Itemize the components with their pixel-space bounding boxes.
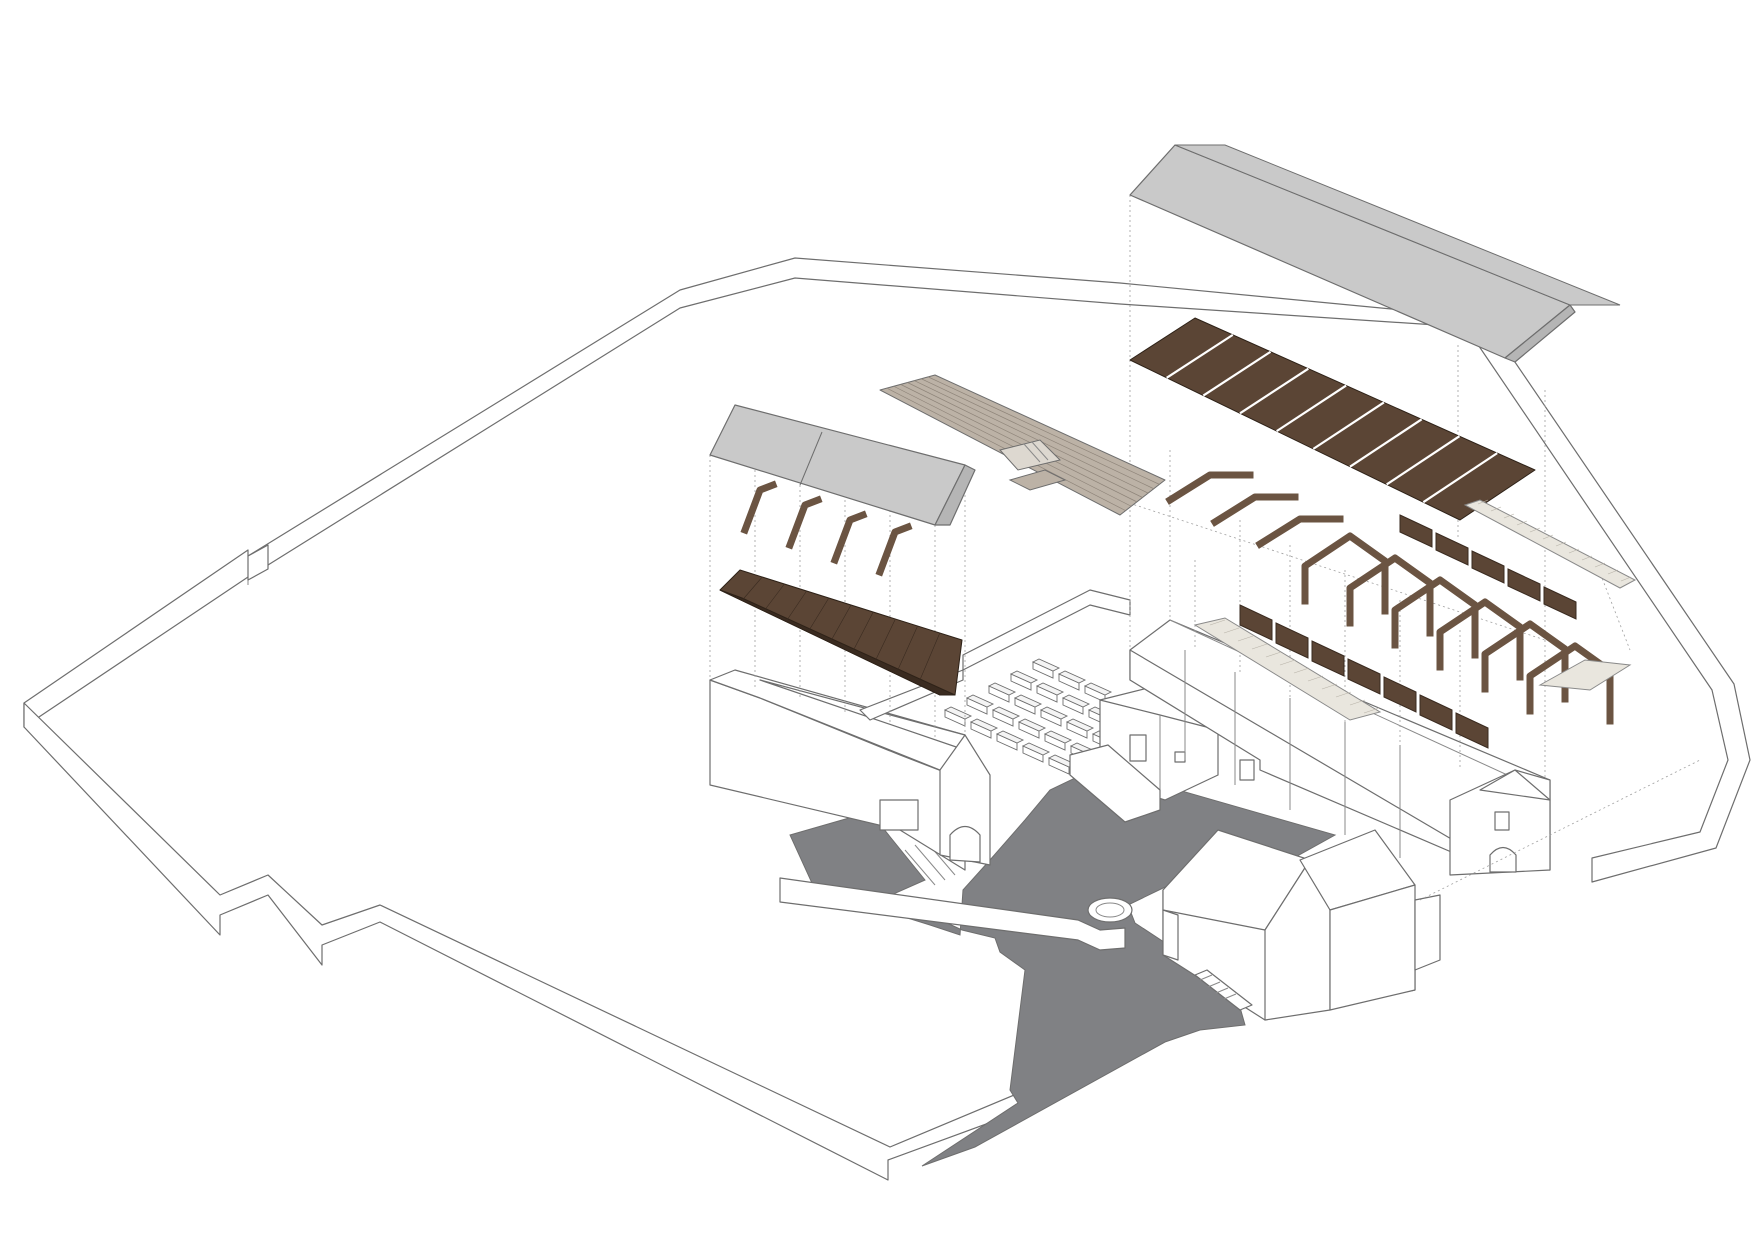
back-wall-panel-3 [1471, 550, 1505, 584]
timber-decking-platform [879, 374, 1166, 516]
barn-light-cladding [1193, 499, 1637, 721]
barn-deck-rib-5 [1312, 401, 1385, 450]
barn-timber-roof-deck [1129, 317, 1536, 521]
barn-frame-5 [1346, 554, 1434, 637]
barn-deck-rib-2 [1202, 350, 1272, 397]
front-wall-panel-6 [1419, 694, 1453, 731]
back-wall-panel-1 [1399, 514, 1433, 548]
courtyard-inner-wall-left [962, 589, 1131, 671]
left-building-roof [709, 404, 976, 526]
boundary-wall-south-west [23, 702, 1039, 1181]
back-wall-panel-5 [1543, 586, 1577, 620]
raised-planter [1069, 744, 1161, 823]
left-building-shell [709, 669, 991, 871]
barn-roof [1129, 144, 1621, 363]
circular-well [1087, 897, 1133, 923]
barn-frame-9 [1526, 642, 1614, 725]
front-wall-panel-3 [1311, 640, 1345, 677]
left-rafter-4 [875, 522, 913, 577]
barn-frame-3 [1255, 515, 1344, 549]
back-wall-panel-2 [1435, 532, 1469, 566]
barn-frame-4 [1301, 532, 1389, 615]
left-rafter-2 [785, 495, 823, 550]
front-wall-panel-1 [1239, 604, 1273, 641]
house-external-stair [1194, 969, 1253, 1011]
barn-deck-rib-6 [1349, 418, 1423, 468]
left-building-rafters [740, 480, 913, 577]
barn-deck-rib-7 [1386, 435, 1461, 486]
site-boundary-wall [23, 257, 1751, 1181]
barn-frame-7 [1436, 598, 1524, 681]
barn-timber-wall-panels-front [1239, 604, 1489, 749]
courtyard-front-wall [779, 877, 1126, 951]
barn-frame-6 [1391, 576, 1479, 659]
back-wall-panel-4 [1507, 568, 1541, 602]
front-wall-panel-7 [1455, 712, 1489, 749]
barn-timber-wall-panels-back [1399, 514, 1577, 620]
barn-deck-rib-4 [1276, 384, 1347, 433]
barn-frame-8 [1481, 620, 1569, 703]
barn-frame-2 [1210, 493, 1299, 527]
barn-deck-rib-1 [1166, 333, 1234, 379]
front-gabled-house [1162, 829, 1441, 1021]
front-wall-panel-2 [1275, 622, 1309, 659]
left-rafter-3 [830, 510, 868, 565]
boundary-wall-top-edge [23, 257, 1751, 883]
front-wall-panel-4 [1347, 658, 1381, 695]
long-barn-shell [1129, 619, 1551, 876]
barn-deck-rib-3 [1239, 367, 1309, 415]
left-rafter-1 [740, 480, 778, 535]
front-wall-panel-5 [1383, 676, 1417, 713]
barn-deck-rib-8 [1422, 452, 1498, 504]
barn-frame-1 [1165, 471, 1254, 505]
barn-timber-frames [1165, 471, 1614, 725]
left-building-timber-deck [719, 569, 963, 696]
